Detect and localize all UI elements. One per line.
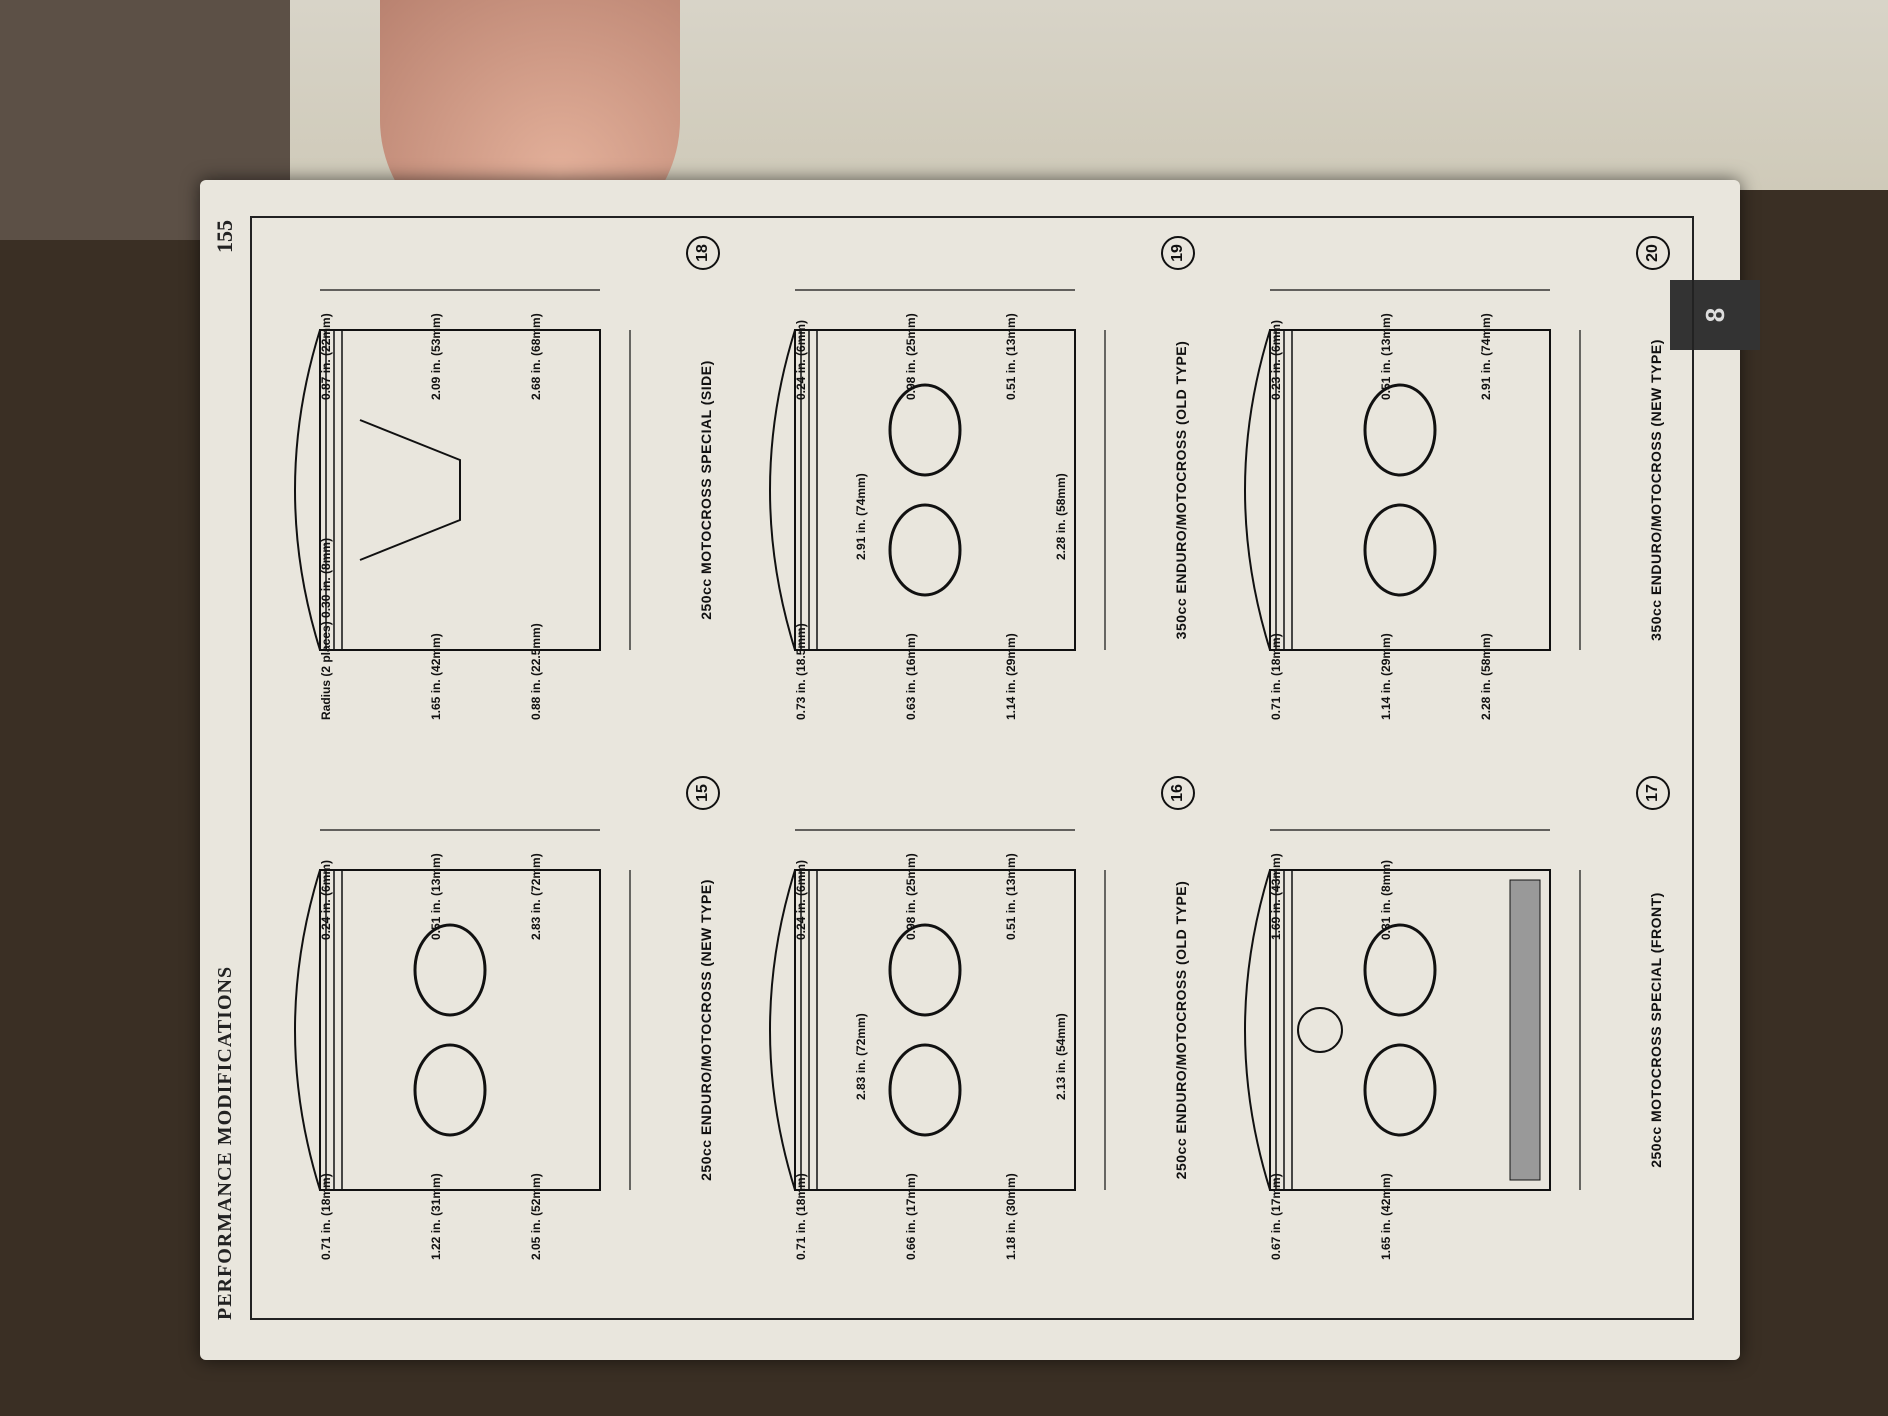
piston-crown: [769, 329, 796, 651]
dimension-label: 0.51 in. (13mm): [1004, 853, 1018, 940]
pin-boss: [1297, 1007, 1343, 1053]
piston-crown: [294, 869, 321, 1191]
port-left: [888, 503, 962, 597]
dimension-label: 0.24 in. (6mm): [794, 859, 808, 940]
piston-skirt: [319, 869, 601, 1191]
dimension-label: 2.28 in. (58mm): [1479, 633, 1493, 720]
figure-15: 0.71 in. (18mm) 0.24 in. (6mm) 1.22 in. (3…: [260, 760, 720, 1300]
dimension-label: 0.24 in. (6mm): [319, 859, 333, 940]
dimension-label: 2.91 in. (74mm): [854, 473, 868, 560]
port-right: [1363, 383, 1437, 477]
piston-drawing: [294, 829, 631, 1191]
figure-caption: 250cc ENDURO/MOTOCROSS (NEW TYPE): [698, 879, 714, 1181]
dimension-label: 0.71 in. (18mm): [1269, 633, 1283, 720]
port-right: [1363, 923, 1437, 1017]
dimension-label: 0.88 in. (22.5mm): [529, 623, 543, 720]
dimension-label: 2.83 in. (72mm): [854, 1013, 868, 1100]
piston-drawing: [769, 289, 1106, 651]
dimension-label: 2.09 in. (53mm): [429, 313, 443, 400]
dimension-label: Radius (2 places) 0.30 in. (8mm): [319, 537, 333, 720]
dimension-label: 1.69 in. (43mm): [1269, 853, 1283, 940]
side-cutout: [359, 419, 461, 561]
figure-caption: 250cc MOTOCROSS SPECIAL (SIDE): [698, 360, 714, 620]
dimension-label: 0.71 in. (18mm): [319, 1173, 333, 1260]
book-page: PERFORMANCE MODIFICATIONS 155 8 0.71 in.…: [200, 180, 1760, 1360]
facing-page: [0, 0, 1888, 190]
dimension-label: 0.66 in. (17mm): [904, 1173, 918, 1260]
dimension-label: 0.31 in. (8mm): [1379, 859, 1393, 940]
dimension-label: 2.28 in. (58mm): [1054, 473, 1068, 560]
page-number: 155: [212, 220, 237, 253]
port-right: [413, 923, 487, 1017]
dimension-label: 0.71 in. (18mm): [794, 1173, 808, 1260]
port-left: [888, 1043, 962, 1137]
dimension-label: 1.14 in. (29mm): [1004, 633, 1018, 720]
figure-number: 18: [686, 236, 720, 270]
piston-drawing: [294, 289, 631, 651]
figure-18: Radius (2 places) 0.30 in. (8mm) 0.87 in.…: [260, 220, 720, 760]
piston-skirt: [794, 329, 1076, 651]
figure-caption: 350cc ENDURO/MOTOCROSS (NEW TYPE): [1648, 339, 1664, 641]
dimension-label: 0.51 in. (13mm): [1004, 313, 1018, 400]
piston-drawing: [1244, 829, 1581, 1191]
dimension-label: 1.65 in. (42mm): [1379, 1173, 1393, 1260]
dimension-label: 1.22 in. (31mm): [429, 1173, 443, 1260]
figure-number: 15: [686, 776, 720, 810]
port-left: [413, 1043, 487, 1137]
piston-crown: [769, 869, 796, 1191]
dimension-label: 2.83 in. (72mm): [529, 853, 543, 940]
figure-caption: 350cc ENDURO/MOTOCROSS (OLD TYPE): [1173, 340, 1189, 640]
figure-19: 0.73 in. (18.5mm) 0.24 in. (6mm) 0.63 in. …: [735, 220, 1195, 760]
figure-caption: 250cc ENDURO/MOTOCROSS (OLD TYPE): [1173, 880, 1189, 1180]
figure-17: 0.67 in. (17mm) 1.69 in. (43mm) 1.65 in. (…: [1210, 760, 1670, 1300]
piston-drawing: [1244, 289, 1581, 651]
figure-number: 17: [1636, 776, 1670, 810]
piston-crown: [1244, 869, 1271, 1191]
dimension-label: 0.51 in. (13mm): [1379, 313, 1393, 400]
dimension-label: 2.68 in. (68mm): [529, 313, 543, 400]
dimension-label: 2.05 in. (52mm): [529, 1173, 543, 1260]
port-left: [1363, 1043, 1437, 1137]
figure-number: 19: [1161, 236, 1195, 270]
chapter-title: PERFORMANCE MODIFICATIONS: [214, 965, 236, 1320]
figure-16: 0.71 in. (18mm) 0.24 in. (6mm) 0.66 in. (1…: [735, 760, 1195, 1300]
figure-number: 16: [1161, 776, 1195, 810]
dimension-label: 0.51 in. (13mm): [429, 853, 443, 940]
piston-skirt: [319, 329, 601, 651]
dimension-label: 2.91 in. (74mm): [1479, 313, 1493, 400]
piston-skirt: [794, 869, 1076, 1191]
dimension-label: 2.13 in. (54mm): [1054, 1013, 1068, 1100]
piston-skirt: [1269, 329, 1551, 651]
piston-skirt: [1269, 869, 1551, 1191]
figure-caption: 250cc MOTOCROSS SPECIAL (FRONT): [1648, 892, 1664, 1168]
dimension-label: 0.23 in. (6mm): [1269, 319, 1283, 400]
figure-20: 0.71 in. (18mm) 0.23 in. (6mm) 1.14 in. (2…: [1210, 220, 1670, 760]
piston-crown: [294, 329, 321, 651]
port-right: [888, 383, 962, 477]
dimension-label: 0.98 in. (25mm): [904, 853, 918, 940]
dimension-label: 0.98 in. (25mm): [904, 313, 918, 400]
piston-drawing: [769, 829, 1106, 1191]
port-left: [1363, 503, 1437, 597]
port-right: [888, 923, 962, 1017]
dimension-label: 0.67 in. (17mm): [1269, 1173, 1283, 1260]
dimension-label: 0.24 in. (6mm): [794, 319, 808, 400]
dimension-label: 1.18 in. (30mm): [1004, 1173, 1018, 1260]
dimension-label: 1.14 in. (29mm): [1379, 633, 1393, 720]
shaded-skirt-area: [1509, 879, 1541, 1181]
piston-crown: [1244, 329, 1271, 651]
figure-number: 20: [1636, 236, 1670, 270]
dimension-label: 1.65 in. (42mm): [429, 633, 443, 720]
dimension-label: 0.73 in. (18.5mm): [794, 623, 808, 720]
dimension-label: 0.63 in. (16mm): [904, 633, 918, 720]
dimension-label: 0.87 in. (22mm): [319, 313, 333, 400]
